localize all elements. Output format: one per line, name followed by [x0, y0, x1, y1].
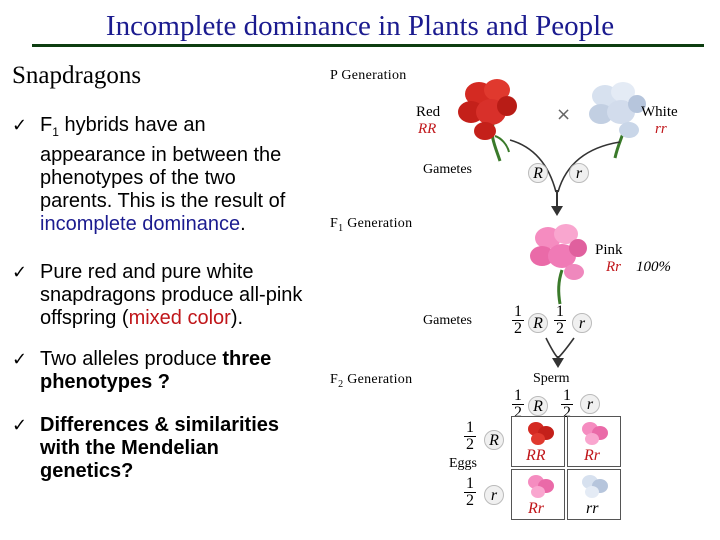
bullet2-highlight: mixed color — [128, 307, 231, 329]
pink-snapdragon-image — [530, 224, 587, 305]
f1-suffix: Generation — [343, 216, 413, 231]
bullet-pure-red-white: ✓ Pure red and pure white snapdragons pr… — [12, 261, 312, 330]
bullet1-post: . — [240, 213, 246, 235]
white-label: White — [641, 104, 678, 120]
bullet3-pre: Two alleles produce — [40, 348, 223, 370]
white-snapdragon-image — [589, 82, 646, 159]
cross-arrows-icon — [509, 139, 621, 216]
bullet1-pre: F — [40, 114, 53, 136]
genotype-Rr: Rr — [528, 500, 544, 517]
bullet2-pre: Pure red and pure white snapdragons prod… — [40, 261, 303, 329]
page-title: Incomplete dominance in Plants and Peopl… — [105, 10, 615, 42]
punnett-cell-Rr-bottom: Rr — [511, 469, 565, 520]
snapdragons-heading: Snapdragons — [12, 62, 142, 89]
red-snapdragon-image — [458, 79, 517, 162]
f2-sub: 2 — [338, 378, 344, 390]
bullet-differences: ✓ Differences & similarities with the Me… — [12, 414, 312, 483]
gametes-label-p: Gametes — [423, 162, 472, 177]
genotype-rr: rr — [586, 500, 599, 517]
bullet1-sub: 1 — [52, 125, 59, 139]
bullet-f1-hybrids: ✓ F1 hybrids have an appearance in betwe… — [12, 114, 312, 236]
bullet4-text: Differences & similarities with the Mend… — [40, 414, 279, 482]
bullet2-post: ). — [230, 307, 244, 329]
eggs-label: Eggs — [449, 456, 477, 471]
f1-generation-label: F1 Generation — [330, 216, 412, 234]
allele-r-circle: r — [572, 313, 592, 333]
checkmark-icon: ✓ — [12, 262, 28, 283]
punnett-cell-rr: rr — [567, 469, 621, 520]
percent-label: 100% — [636, 259, 671, 275]
f1-arrows-icon — [545, 337, 575, 368]
allele-r-circle: r — [569, 163, 589, 183]
punnett-cell-Rr-top: Rr — [567, 416, 621, 467]
checkmark-icon: ✓ — [12, 349, 28, 370]
checkmark-icon: ✓ — [12, 115, 28, 136]
red-label: Red — [416, 104, 441, 120]
pink-flower-icon — [528, 475, 554, 498]
pink-label: Pink — [595, 242, 623, 258]
allele-R-circle: R — [528, 163, 548, 183]
allele-r-circle: r — [580, 394, 600, 414]
punnett-cell-RR: RR — [511, 416, 565, 467]
allele-R-circle: R — [528, 396, 548, 416]
f2-generation-label: F2 Generation — [330, 372, 412, 390]
gametes-label-f1: Gametes — [423, 313, 472, 328]
sperm-label: Sperm — [533, 371, 570, 386]
cross-symbol: × — [556, 104, 572, 125]
bullet1-highlight: incomplete dominance — [40, 213, 241, 235]
f1-prefix: F — [330, 216, 339, 231]
f1-sub: 1 — [338, 222, 344, 234]
pink-flower-icon — [582, 422, 608, 445]
white-genotype: rr — [655, 121, 667, 137]
white-flower-icon — [582, 475, 608, 498]
red-genotype: RR — [418, 121, 437, 137]
checkmark-icon: ✓ — [12, 415, 28, 436]
bullet1-mid: hybrids have an appearance in between th… — [40, 114, 286, 212]
red-flower-icon — [528, 422, 554, 445]
pink-genotype: Rr — [606, 259, 621, 275]
punnett-square: RR Rr Rr rr — [511, 416, 622, 521]
bullet-two-alleles: ✓ Two alleles produce three phenotypes ? — [12, 348, 312, 394]
f2-suffix: Generation — [343, 372, 413, 387]
left-column: Snapdragons ✓ F1 hybrids have an appeara… — [12, 62, 312, 483]
p-generation-label: P Generation — [330, 68, 407, 83]
allele-R-circle: R — [484, 430, 504, 450]
allele-r-circle: r — [484, 485, 504, 505]
genotype-RR: RR — [526, 447, 546, 464]
bullet3-bold: three phenotypes ? — [40, 348, 272, 393]
allele-R-circle: R — [528, 313, 548, 333]
title-underline — [32, 44, 704, 47]
genotype-Rr: Rr — [584, 447, 600, 464]
f2-prefix: F — [330, 372, 339, 387]
